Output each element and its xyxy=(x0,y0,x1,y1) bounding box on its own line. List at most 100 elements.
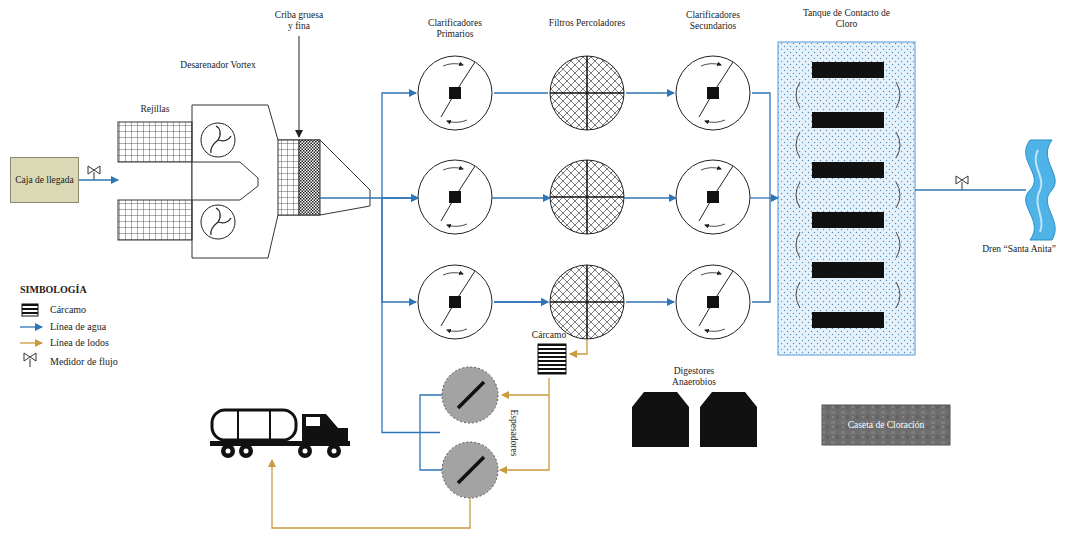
trickling-filter xyxy=(550,160,624,234)
inlet-box: Caja de llegada xyxy=(10,157,79,203)
flow-arc xyxy=(796,282,800,308)
secondary-clarifier xyxy=(676,160,750,234)
water-line xyxy=(626,301,674,302)
flow-arc xyxy=(796,182,800,208)
hub xyxy=(244,449,249,454)
vortex-grit-chamber xyxy=(201,123,235,157)
legend-text: Línea de agua xyxy=(50,321,106,333)
water-line xyxy=(492,197,550,198)
water-branch xyxy=(382,197,416,302)
screen-unit: Criba gruesa y fina xyxy=(278,140,320,215)
water-line xyxy=(750,197,778,198)
baffle xyxy=(812,212,884,228)
flow-arc xyxy=(896,232,900,258)
box-label: Caseta de Cloración xyxy=(848,420,925,431)
river-highlight xyxy=(1036,150,1042,232)
screen-group: Rejillas xyxy=(118,122,192,240)
wheel xyxy=(298,444,312,458)
flow-meter xyxy=(956,176,968,190)
sludge-branch xyxy=(502,394,549,395)
sludge-line xyxy=(570,340,587,354)
contact-tank-node: Tanque de Contacto de Cloro xyxy=(778,42,915,355)
water-line xyxy=(79,179,118,180)
flow-arc xyxy=(796,132,800,158)
hub xyxy=(332,449,337,454)
baffle xyxy=(812,112,884,128)
unit-label: Tanque de Contacto de Cloro xyxy=(801,8,892,30)
unit-label: Filtros Percoladores xyxy=(537,18,637,29)
hub xyxy=(303,449,308,454)
unit-label: Desarenador Vortex xyxy=(168,60,268,71)
chlorination-house xyxy=(822,405,950,445)
digester-group: Digestores Anaerobios xyxy=(632,392,757,447)
clarifier-group: Clarificadores Primarios xyxy=(418,56,492,340)
channel-outline xyxy=(192,105,370,258)
thickener xyxy=(442,367,498,423)
primary-clarifier xyxy=(418,160,492,234)
sludge-to-truck xyxy=(272,460,470,528)
truck-cab xyxy=(302,414,348,443)
secondary-clarifier xyxy=(676,56,750,130)
unit-label: Cárcamo xyxy=(522,330,576,341)
tank-band xyxy=(237,410,239,440)
leader-arrow xyxy=(299,36,300,137)
tank-baffles xyxy=(812,62,884,328)
tanker-truck xyxy=(210,410,350,458)
unit-label: Criba gruesa y fina xyxy=(273,10,325,32)
flow-arc xyxy=(796,232,800,258)
digester xyxy=(632,392,689,447)
hub xyxy=(226,449,231,454)
thickener xyxy=(442,442,498,498)
secondary-clarifier xyxy=(676,265,750,339)
legend-title: SIMBOLOGÍA xyxy=(20,284,87,296)
primary-clarifier xyxy=(418,265,492,339)
river-drain xyxy=(1026,140,1056,240)
flow-arc xyxy=(796,82,800,108)
legend-text: Cárcamo xyxy=(50,304,86,316)
grit-chamber-group: Desarenador Vortex xyxy=(200,122,236,240)
vortex-grit-chamber xyxy=(201,205,235,239)
unit-label: Clarificadores Primarios xyxy=(415,18,495,40)
water-branch xyxy=(382,93,416,197)
coarse-screen xyxy=(278,140,299,215)
flow-arc xyxy=(896,282,900,308)
flow-arc xyxy=(896,182,900,208)
flow-meter xyxy=(88,166,100,180)
legend-sludge-sample xyxy=(20,342,42,343)
unit-label: Rejillas xyxy=(118,104,192,115)
tank-band xyxy=(269,410,271,440)
chlorination-house-node: Caseta de Cloración xyxy=(822,405,950,445)
wheel xyxy=(221,444,235,458)
water-line xyxy=(382,198,440,433)
unit-label: Dren “Santa Anita” xyxy=(966,244,1056,255)
flow-arc xyxy=(896,82,900,108)
clarifier-group: Clarificadores Secundarios xyxy=(676,56,750,340)
unit-label: Clarificadores Secundarios xyxy=(673,10,753,32)
water-line xyxy=(626,92,674,93)
water-line xyxy=(915,189,1026,190)
filter-group: Filtros Percoladores xyxy=(550,56,624,340)
wheel xyxy=(239,444,253,458)
baffle xyxy=(812,312,884,328)
baffle xyxy=(812,62,884,78)
bar-screen xyxy=(118,200,192,240)
baffle xyxy=(812,262,884,278)
legend-water-sample xyxy=(20,326,42,327)
unit-label: Espesadores xyxy=(508,398,520,468)
trickling-filter xyxy=(550,265,624,339)
unit-label: Digestores Anaerobios xyxy=(664,366,724,388)
channel-island xyxy=(192,162,258,200)
water-line xyxy=(494,301,548,302)
legend-text: Medidor de flujo xyxy=(50,356,118,368)
legend-text: Línea de lodos xyxy=(50,337,109,349)
sump-symbol xyxy=(538,344,566,374)
legend-sump-sample xyxy=(22,304,38,316)
flow-arc xyxy=(896,132,900,158)
trickling-filter xyxy=(550,56,624,130)
baffle xyxy=(812,162,884,178)
tank-flow-arrows xyxy=(796,82,900,308)
truck-tank xyxy=(212,410,296,440)
truck-window xyxy=(306,417,320,426)
